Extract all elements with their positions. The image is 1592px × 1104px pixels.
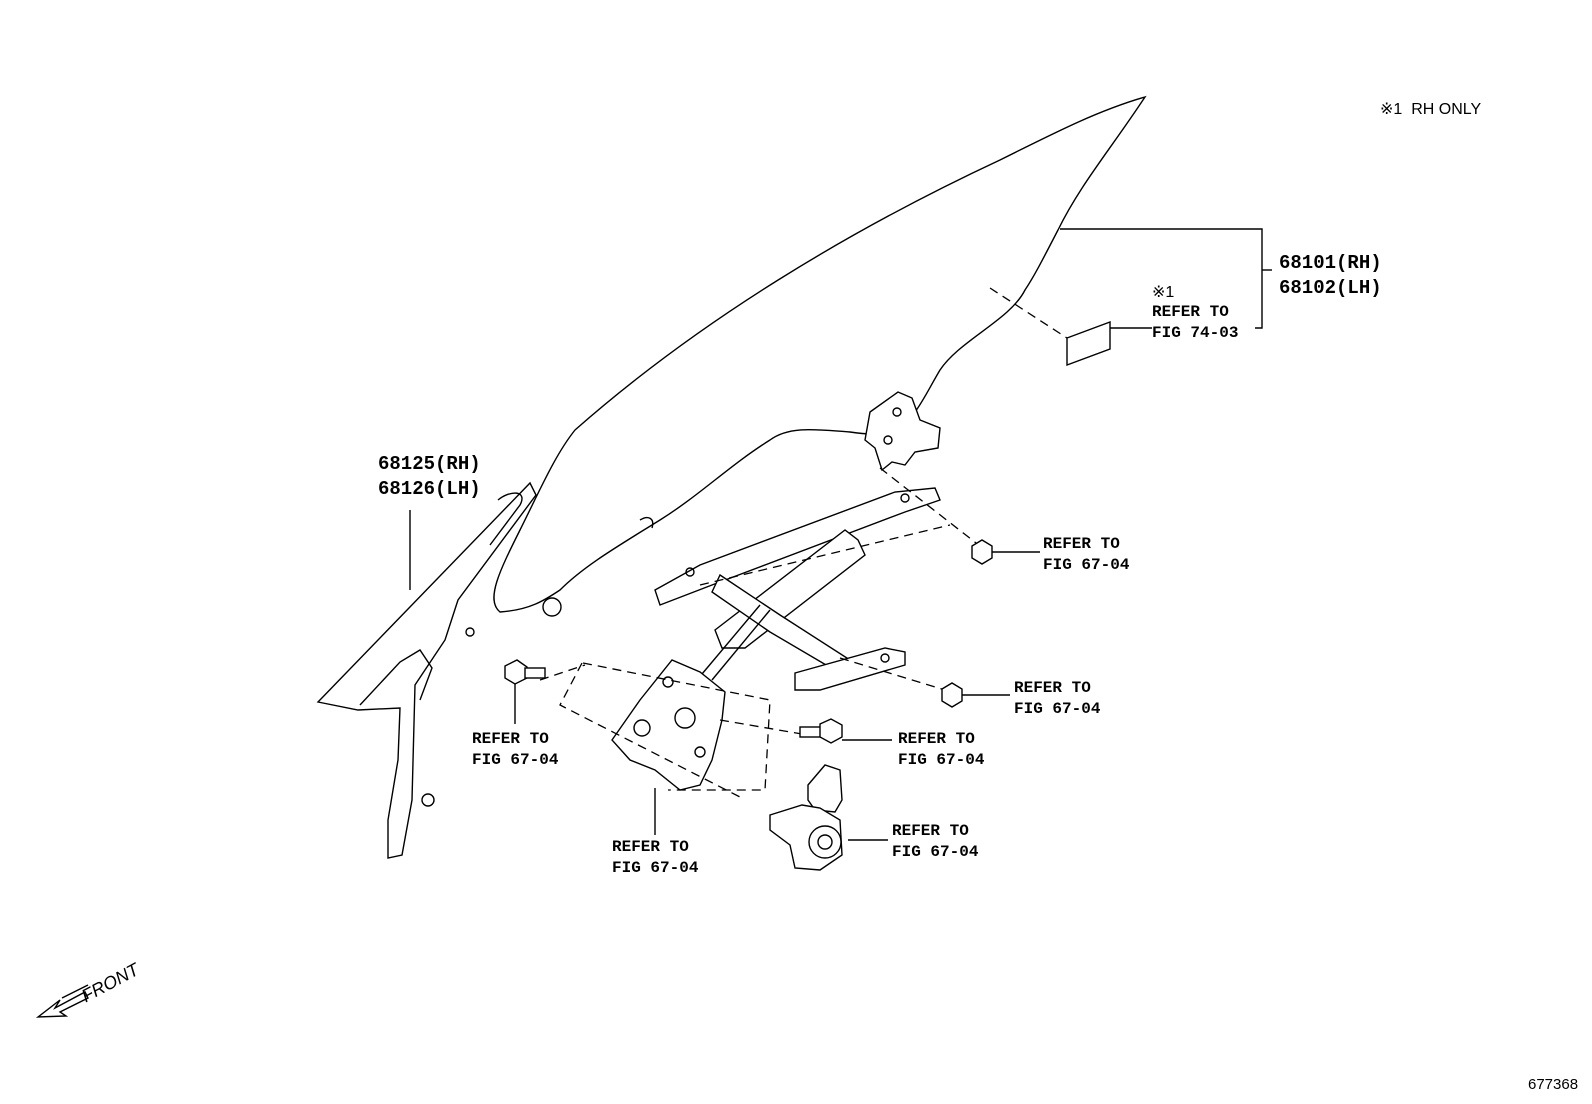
label-ref-line1: REFER TO bbox=[1152, 303, 1229, 321]
lower-nut[interactable] bbox=[941, 682, 963, 708]
nut-lower-ref-line1: REFER TO bbox=[1014, 679, 1091, 697]
right-bolt[interactable] bbox=[799, 718, 843, 744]
caution-label-sticker bbox=[1066, 320, 1111, 367]
glass-leader bbox=[1060, 228, 1263, 329]
label-ref-mark: ※1 bbox=[1152, 284, 1175, 301]
regulator-ref-line1: REFER TO bbox=[612, 838, 689, 856]
regulator-lower-rail bbox=[794, 647, 906, 691]
door-glass[interactable] bbox=[493, 95, 1147, 613]
motor-ref-line2: FIG 67-04 bbox=[892, 843, 979, 861]
nut-upper-ref-line1: REFER TO bbox=[1043, 535, 1120, 553]
channel-part-number-rh: 68125(RH) bbox=[378, 453, 481, 475]
front-arrow-icon bbox=[35, 991, 89, 1018]
nut-lower-ref-line2: FIG 67-04 bbox=[1014, 700, 1101, 718]
figure-number: 677368 bbox=[1528, 1076, 1579, 1093]
channel-part-number-lh: 68126(LH) bbox=[378, 478, 481, 500]
regulator-upper-rail bbox=[654, 487, 941, 606]
glass-bracket bbox=[864, 391, 941, 472]
bolt-right-ref-line2: FIG 67-04 bbox=[898, 751, 985, 769]
glass-part-number-lh: 68102(LH) bbox=[1279, 277, 1382, 299]
label-ref-line2: FIG 74-03 bbox=[1152, 324, 1239, 342]
nut-upper-ref-line2: FIG 67-04 bbox=[1043, 556, 1130, 574]
bolt-left-ref-line2: FIG 67-04 bbox=[472, 751, 559, 769]
window-motor[interactable] bbox=[769, 764, 843, 871]
upper-nut[interactable] bbox=[971, 539, 993, 565]
bolt-left-ref-line1: REFER TO bbox=[472, 730, 549, 748]
glass-part-number-rh: 68101(RH) bbox=[1279, 252, 1382, 274]
bolt-right-ref-line1: REFER TO bbox=[898, 730, 975, 748]
regulator-ref-line2: FIG 67-04 bbox=[612, 859, 699, 877]
motor-ref-line1: REFER TO bbox=[892, 822, 969, 840]
regulator-main-plate bbox=[611, 659, 726, 791]
front-channel[interactable] bbox=[316, 481, 537, 859]
glass-stopper bbox=[542, 597, 562, 617]
rh-only-note: ※1 RH ONLY bbox=[1380, 101, 1482, 118]
left-bolt[interactable] bbox=[504, 659, 546, 685]
